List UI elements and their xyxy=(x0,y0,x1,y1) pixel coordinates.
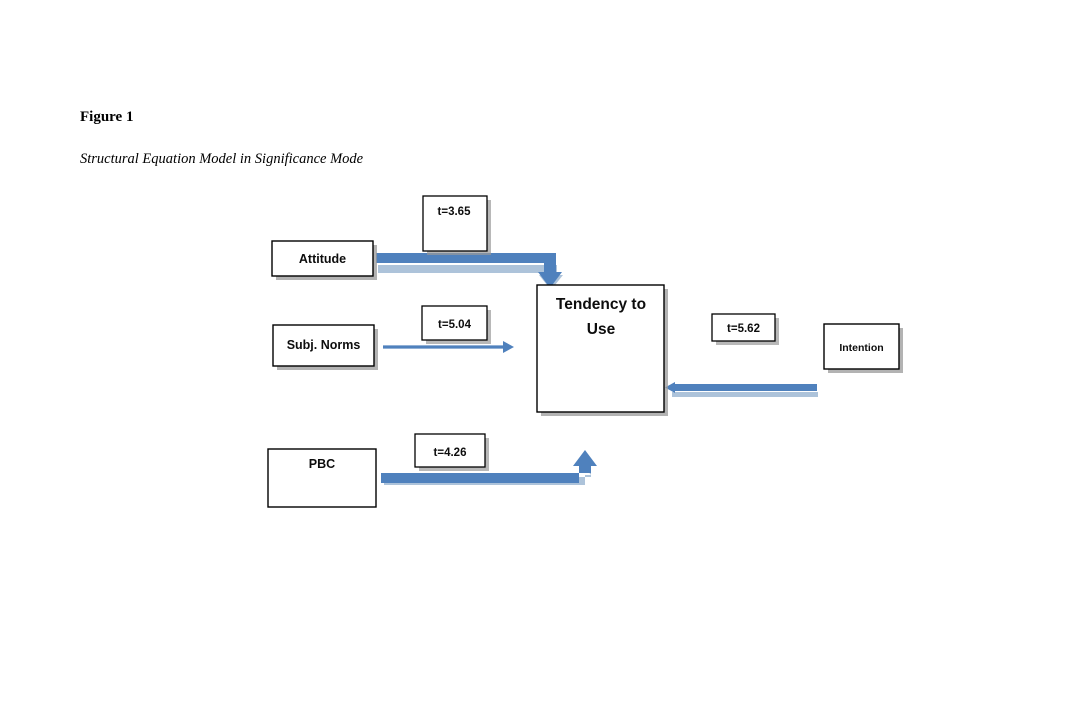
edge-attitude-to-tendency xyxy=(376,253,563,290)
node-pbc[interactable]: PBC xyxy=(267,448,377,508)
node-intention-box[interactable] xyxy=(823,323,900,370)
node-pbc-box[interactable] xyxy=(267,448,377,508)
edge-pbc-to-tendency xyxy=(381,450,597,485)
edge-intention-shadow xyxy=(672,392,818,397)
path-label-pbc-text: t=4.26 xyxy=(434,447,467,459)
edge-subjnorms-arrowhead xyxy=(503,341,514,353)
node-pbc-label: PBC xyxy=(309,457,335,471)
node-tendency-to-use[interactable]: Tendency to Use xyxy=(536,284,668,416)
node-attitude-label: Attitude xyxy=(299,252,346,266)
node-subj-norms[interactable]: Subj. Norms xyxy=(272,324,378,370)
path-label-attitude-box xyxy=(422,195,488,252)
figure-caption-block: Figure 1 Structural Equation Model in Si… xyxy=(80,108,680,168)
edge-attitude-line xyxy=(376,253,562,288)
path-label-intention-box xyxy=(711,313,776,342)
node-tendency-label-line1: Tendency to xyxy=(556,296,646,313)
node-attitude[interactable]: Attitude xyxy=(271,240,377,280)
path-label-attitude-text: t=3.65 xyxy=(438,206,472,218)
path-label-pbc: t=4.26 xyxy=(414,433,489,471)
figure-subtitle: Structural Equation Model in Significanc… xyxy=(80,151,364,167)
edge-attitude-shadow xyxy=(378,265,563,290)
path-label-intention: t=5.62 xyxy=(711,313,779,345)
node-tendency-label-line2: Use xyxy=(587,321,616,338)
path-label-attitude: t=3.65 xyxy=(422,195,491,255)
node-intention-label: Intention xyxy=(839,342,883,354)
edge-intention-arrowhead xyxy=(665,382,675,393)
node-subj-norms-box[interactable] xyxy=(272,324,375,367)
node-attitude-box[interactable] xyxy=(271,240,374,277)
node-subj-norms-label: Subj. Norms xyxy=(287,338,361,352)
node-intention[interactable]: Intention xyxy=(823,323,903,373)
figure-number: Figure 1 xyxy=(80,109,134,125)
path-label-subjnorms: t=5.04 xyxy=(421,305,491,344)
path-label-intention-text: t=5.62 xyxy=(727,323,760,335)
edge-subjnorms-to-tendency xyxy=(383,341,514,353)
edge-intention-line xyxy=(672,384,817,391)
node-tendency-box[interactable] xyxy=(536,284,665,413)
path-label-pbc-box xyxy=(414,433,486,468)
path-label-subjnorms-box xyxy=(421,305,488,341)
edge-intention-to-tendency xyxy=(665,382,818,397)
edge-pbc-line xyxy=(381,450,597,483)
path-label-subjnorms-text: t=5.04 xyxy=(438,319,472,331)
